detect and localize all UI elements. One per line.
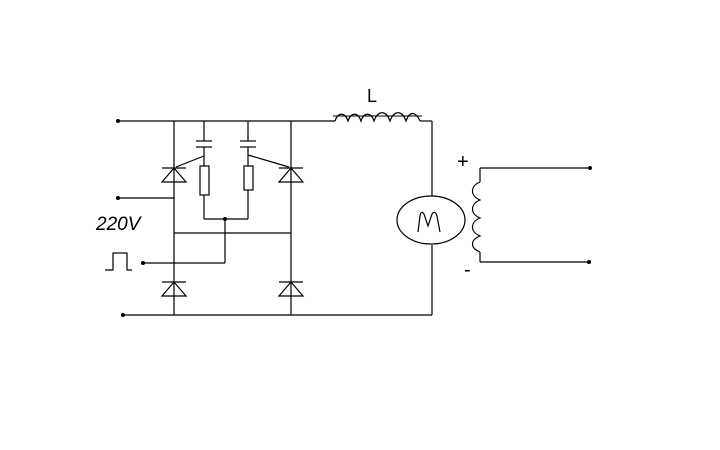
bottom-rail — [121, 313, 432, 317]
thyristor-top-right — [247, 154, 305, 183]
thyristor-top-left — [160, 155, 205, 183]
capacitor-left — [196, 121, 212, 166]
diode-bottom-right — [277, 281, 305, 297]
inductor-label: L — [367, 86, 377, 106]
motor: M — [396, 195, 466, 245]
gate-junction — [204, 217, 248, 221]
trigger-pulse — [105, 219, 226, 271]
capacitor-right — [240, 121, 256, 166]
ac-input: 220V — [95, 196, 291, 235]
field-terminal-minus[interactable] — [587, 260, 591, 264]
inductor: L — [333, 86, 422, 123]
motor-label — [417, 211, 441, 233]
minus-label: - — [464, 259, 471, 281]
resistor-left — [199, 165, 210, 219]
resistor-right — [243, 165, 254, 219]
plus-label: + — [457, 151, 469, 173]
diode-bottom-left — [160, 281, 188, 297]
field-winding: + - — [457, 151, 592, 281]
voltage-label: 220V — [95, 214, 143, 235]
field-terminal-plus[interactable] — [588, 166, 592, 170]
top-rail — [116, 119, 432, 123]
